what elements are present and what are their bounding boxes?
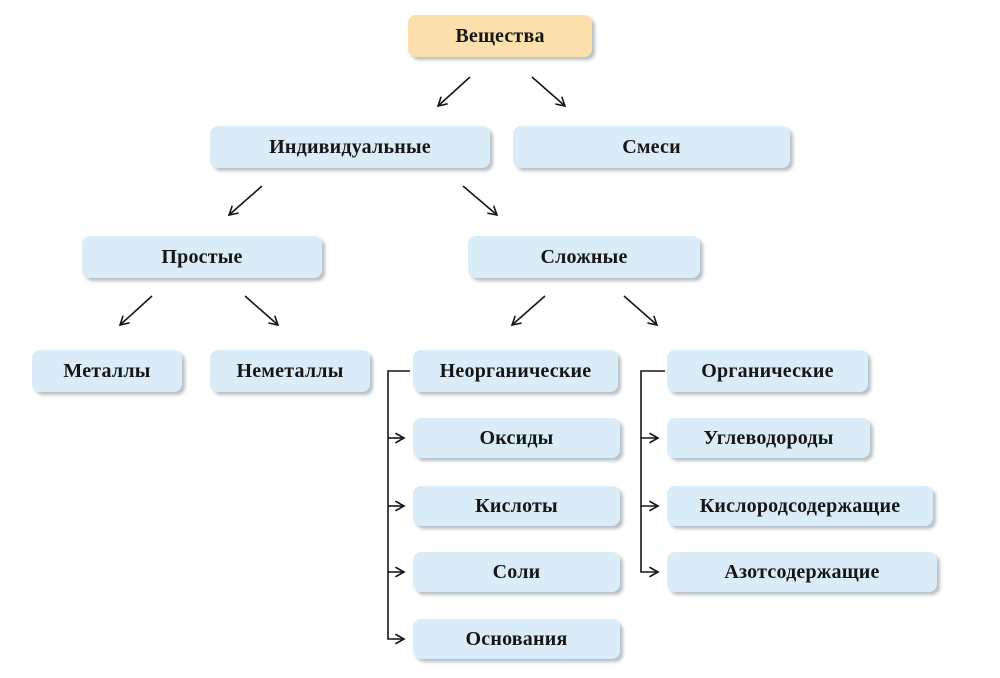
- node-salts: Соли: [413, 552, 620, 592]
- bracket-inorganic: [387, 370, 410, 645]
- node-bases: Основания: [413, 619, 620, 659]
- node-substances: Вещества: [408, 15, 592, 57]
- edge-simple-nonmetals: [244, 295, 280, 327]
- node-hydrocarbons: Углеводороды: [667, 418, 870, 458]
- edge-simple-metals: [118, 295, 153, 327]
- node-organic: Органические: [667, 350, 868, 392]
- node-complex: Сложные: [468, 236, 700, 278]
- node-inorganic: Неорганические: [413, 350, 618, 392]
- node-acids: Кислоты: [413, 486, 620, 526]
- edge-individual-simple: [227, 185, 263, 217]
- edge-substances-individual: [436, 76, 471, 108]
- edge-complex-inorganic: [510, 295, 546, 327]
- edge-complex-organic: [623, 295, 659, 327]
- bracket-organic: [640, 370, 665, 578]
- node-mixtures: Смеси: [513, 126, 790, 168]
- node-nitrogen-containing: Азотсодержащие: [667, 552, 937, 592]
- node-simple: Простые: [82, 236, 322, 278]
- node-individual: Индивидуальные: [210, 126, 490, 168]
- node-oxides: Оксиды: [413, 418, 620, 458]
- node-metals: Металлы: [32, 350, 182, 392]
- node-oxygen-containing: Кислородсодержащие: [667, 486, 933, 526]
- edge-individual-complex: [462, 185, 499, 217]
- node-nonmetals: Неметаллы: [210, 350, 370, 392]
- edge-substances-mixtures: [531, 76, 567, 108]
